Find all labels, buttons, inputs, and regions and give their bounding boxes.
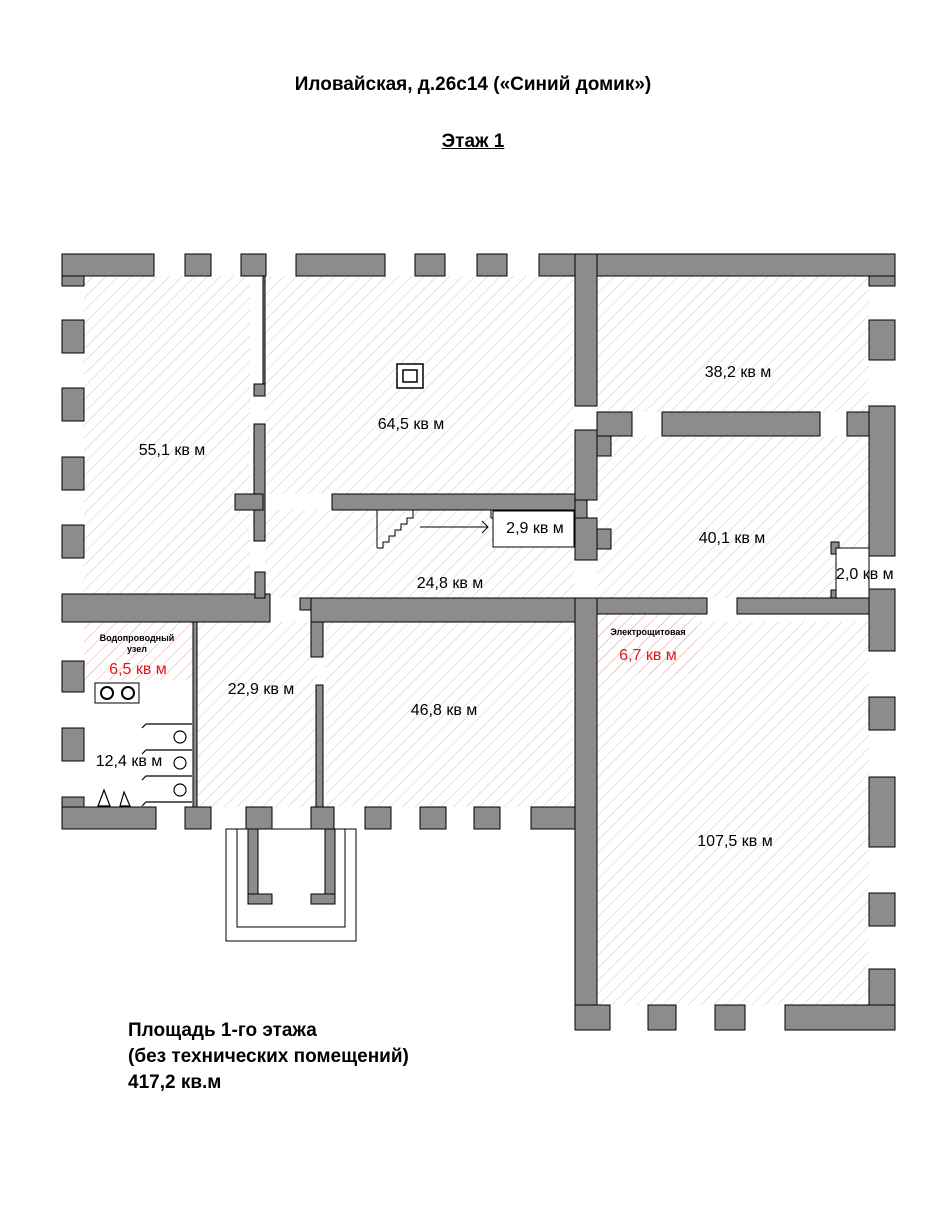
- electro-room-area: 6,7 кв м: [619, 647, 677, 664]
- summary-line-1: Площадь 1-го этажа: [128, 1020, 317, 1041]
- plan-title: Иловайская, д.26с14 («Синий домик»): [294, 74, 652, 95]
- floor-area-summary: Площадь 1-го этажа (без технических поме…: [128, 1018, 409, 1096]
- room-2-0-label: 2,0 кв м: [836, 566, 894, 583]
- water-unit-name-line2: узел: [127, 644, 147, 654]
- walls: [61, 253, 896, 1031]
- floor-label: Этаж 1: [441, 131, 505, 152]
- electro-room-name: Электрощитовая: [610, 627, 685, 637]
- urinal-icon: [97, 788, 131, 807]
- room-2-9-label: 2,9 кв м: [506, 520, 564, 537]
- summary-line-2: (без технических помещений): [128, 1046, 409, 1067]
- room-64-label: 64,5 кв м: [378, 416, 445, 433]
- porch: [225, 828, 357, 942]
- room-12-label: 12,4 кв м: [96, 753, 163, 770]
- room-22-label: 22,9 кв м: [228, 681, 295, 698]
- room-38-label: 38,2 кв м: [705, 364, 772, 381]
- room-107-label: 107,5 кв м: [697, 833, 772, 850]
- summary-line-3: 417,2 кв.м: [128, 1072, 222, 1093]
- toilet-stalls-icon: [141, 723, 192, 807]
- water-unit-name-line1: Водопроводный: [100, 633, 175, 643]
- closet-2-9: [492, 510, 575, 548]
- shaft-icon: [396, 363, 424, 389]
- water-unit-area: 6,5 кв м: [109, 661, 167, 678]
- closet-2-0: [835, 547, 870, 599]
- stairs-icon: [376, 510, 489, 549]
- sink-icon: [94, 682, 140, 704]
- room-46-label: 46,8 кв м: [411, 702, 478, 719]
- room-24-label: 24,8 кв м: [417, 575, 484, 592]
- floor-hatching: [84, 276, 869, 1005]
- room-55-label: 55,1 кв м: [139, 442, 206, 459]
- room-40-label: 40,1 кв м: [699, 530, 766, 547]
